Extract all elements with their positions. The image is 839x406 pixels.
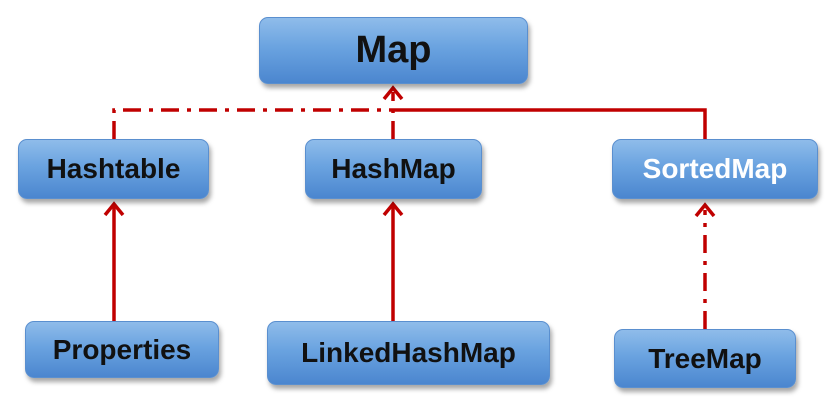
node-sortedmap: SortedMap — [612, 139, 818, 199]
node-hashtable: Hashtable — [18, 139, 209, 199]
arrowhead-map — [382, 85, 404, 101]
edge-sortedmap-to-map — [393, 108, 707, 139]
node-treemap: TreeMap — [614, 329, 796, 388]
node-linkedhashmap: LinkedHashMap — [267, 321, 550, 385]
arrowhead-hashtable — [103, 201, 125, 217]
arrowhead-hashmap — [382, 201, 404, 217]
node-map: Map — [259, 17, 528, 84]
edge-hashtable-to-map — [112, 108, 393, 139]
node-hashmap: HashMap — [305, 139, 482, 199]
arrowhead-sortedmap — [694, 202, 716, 218]
node-properties: Properties — [25, 321, 219, 378]
